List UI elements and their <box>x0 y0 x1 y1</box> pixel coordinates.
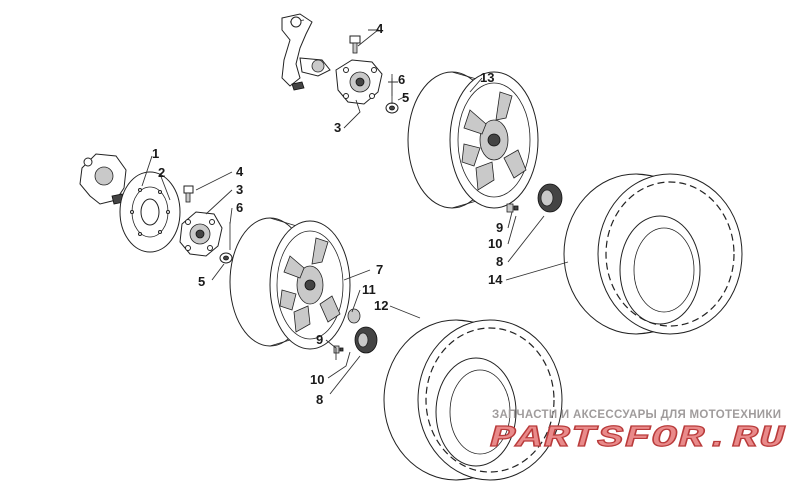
callout-c2: 2 <box>158 165 165 180</box>
callout-c7: 7 <box>376 262 383 277</box>
lower-valve-part <box>333 345 344 354</box>
lower-lug-nut-part <box>347 308 361 324</box>
callout-c4b: 4 <box>236 164 244 179</box>
callout-c9b: 9 <box>316 332 323 347</box>
leader-lines <box>141 29 569 395</box>
callout-c14: 14 <box>488 272 503 287</box>
callout-c11: 11 <box>362 282 376 297</box>
callout-c10b: 10 <box>310 372 324 387</box>
upper-bolt-part <box>349 35 361 54</box>
callout-c13: 13 <box>480 70 494 85</box>
lower-nut-part <box>219 252 233 264</box>
callout-c8b: 8 <box>316 392 323 407</box>
lower-hub-part <box>179 211 223 257</box>
callout-c8a: 8 <box>496 254 503 269</box>
callout-c9a: 9 <box>496 220 503 235</box>
callout-c12: 12 <box>374 298 388 313</box>
callout-c3a: 3 <box>334 120 341 135</box>
watermark-caption: ЗАПЧАСТИ И АКСЕССУАРЫ ДЛЯ МОТОТЕХНИКИ <box>492 409 781 421</box>
upper-nut-part <box>385 102 399 114</box>
callout-c6b: 6 <box>236 200 243 215</box>
upper-rim-part <box>407 71 539 209</box>
callout-c10a: 10 <box>488 236 502 251</box>
callout-c5b: 5 <box>198 274 205 289</box>
lower-tire-part <box>383 319 563 481</box>
callout-c4a: 4 <box>376 21 384 36</box>
callouts: 4 6 5 3 13 1 2 4 3 6 5 7 11 12 9 10 8 9 … <box>152 21 503 407</box>
upper-tire-part <box>563 173 743 335</box>
watermark: ЗАПЧАСТИ И АКСЕССУАРЫ ДЛЯ МОТОТЕХНИКИ PA… <box>489 409 787 457</box>
upper-hub-part <box>335 59 383 105</box>
watermark-logo: PARTSFOR.RU <box>490 421 787 456</box>
callout-c5a: 5 <box>402 90 409 105</box>
upper-hub-cap-part <box>537 183 563 213</box>
callout-c1: 1 <box>152 146 159 161</box>
callout-c6a: 6 <box>398 72 405 87</box>
lower-bolt-part <box>183 185 194 203</box>
upper-knuckle-part <box>281 13 331 91</box>
lower-rim-part <box>229 217 351 350</box>
upper-valve-part <box>506 203 519 213</box>
lower-hub-cap-part <box>354 326 378 354</box>
brake-disc-part <box>119 171 181 253</box>
lower-knuckle-part <box>79 153 127 205</box>
callout-c3b: 3 <box>236 182 243 197</box>
